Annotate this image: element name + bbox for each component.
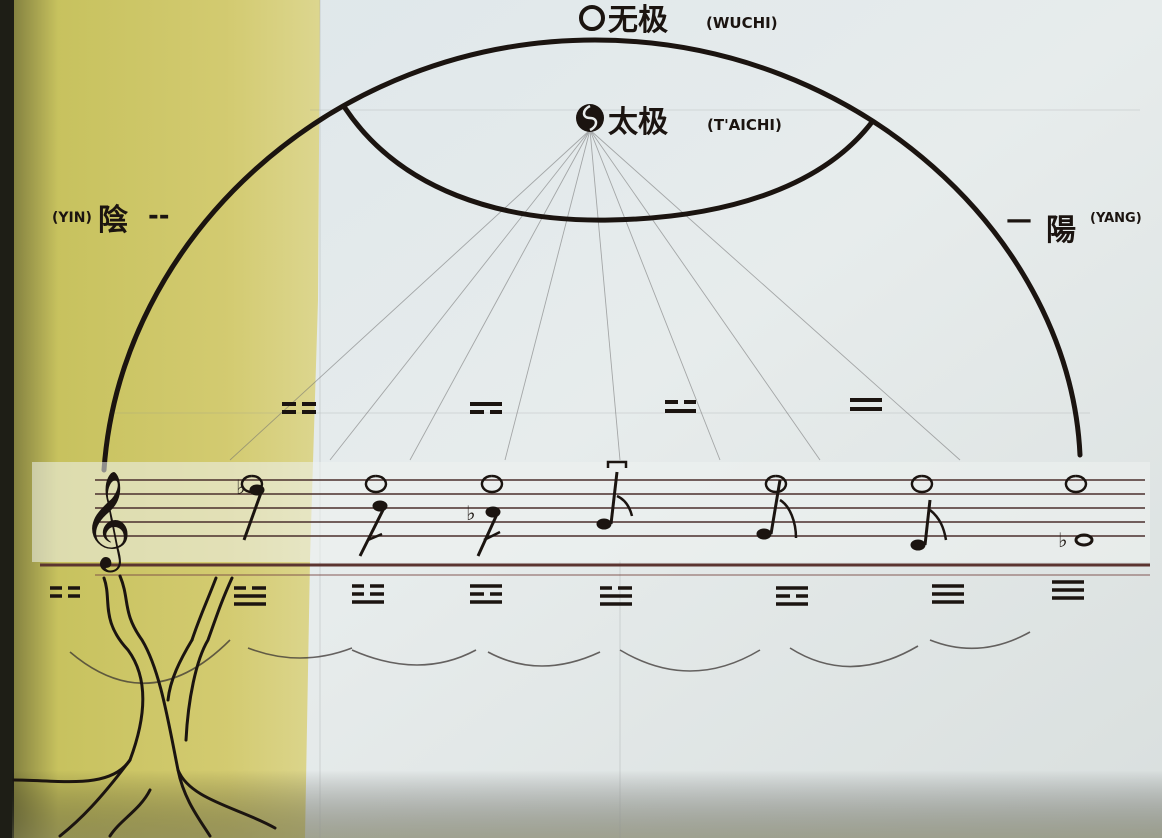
note-6 (910, 474, 948, 551)
lower-trigram-1 (50, 586, 80, 598)
taichi-bowl (342, 105, 875, 223)
treble-clef-icon: 𝄞 (82, 470, 132, 572)
taichi-roman: (T'AICHI) (707, 116, 782, 134)
upper-trigram-4 (850, 398, 882, 411)
scallop-arcs (69, 631, 1031, 685)
yang-dash: — (1006, 205, 1032, 235)
wuchi-arch (101, 37, 1083, 473)
yellow-stain (12, 0, 320, 838)
lower-trigram-3 (352, 584, 384, 604)
yin-dash: -- (148, 201, 170, 231)
taichi-char: 太极 (608, 105, 668, 140)
upper-trigram-row (282, 398, 882, 414)
upper-trigram-2 (470, 402, 502, 414)
svg-text:♭: ♭ (1058, 528, 1067, 552)
taichi-symbol-icon (576, 104, 604, 132)
note-3: ♭ (466, 474, 504, 557)
empty-circle-icon (579, 5, 605, 31)
lower-trigram-4 (470, 584, 502, 604)
svg-text:♭: ♭ (236, 475, 245, 499)
yang-char: 陽 (1046, 213, 1076, 248)
lower-trigram-5 (600, 586, 632, 606)
yin-char: 陰 (98, 203, 129, 238)
lower-trigram-row (50, 580, 1084, 606)
pencil-grid (110, 0, 1140, 838)
yang-label: — 陽 (YANG) (1006, 205, 1142, 248)
wuchi-roman: (WUCHI) (706, 14, 778, 32)
yin-label: (YIN) 陰 -- (52, 201, 170, 238)
staff-strip (32, 462, 1150, 562)
lower-trigram-8 (1052, 580, 1084, 600)
yang-roman: (YANG) (1090, 211, 1142, 226)
dark-left-edge (0, 0, 14, 838)
note-5 (756, 474, 798, 540)
lower-trigram-7 (932, 584, 964, 604)
notes: ♭ ♭ (236, 460, 1094, 557)
wuchi-char: 无极 (608, 3, 668, 38)
taichi-heading: 太极 (T'AICHI) (576, 104, 782, 140)
wuchi-heading: 无极 (WUCHI) (579, 3, 778, 38)
note-4 (596, 460, 634, 530)
yin-roman: (YIN) (52, 210, 92, 226)
note-7: ♭ (1058, 474, 1094, 552)
upper-trigram-1 (282, 402, 316, 414)
upper-trigram-3 (665, 400, 696, 413)
note-2 (358, 474, 388, 557)
svg-text:♭: ♭ (466, 501, 475, 525)
lower-trigram-2 (234, 586, 266, 606)
lower-trigram-6 (776, 586, 808, 606)
note-1: ♭ (236, 474, 265, 541)
tree-drawing (12, 574, 277, 838)
staff-lines (95, 479, 1145, 537)
